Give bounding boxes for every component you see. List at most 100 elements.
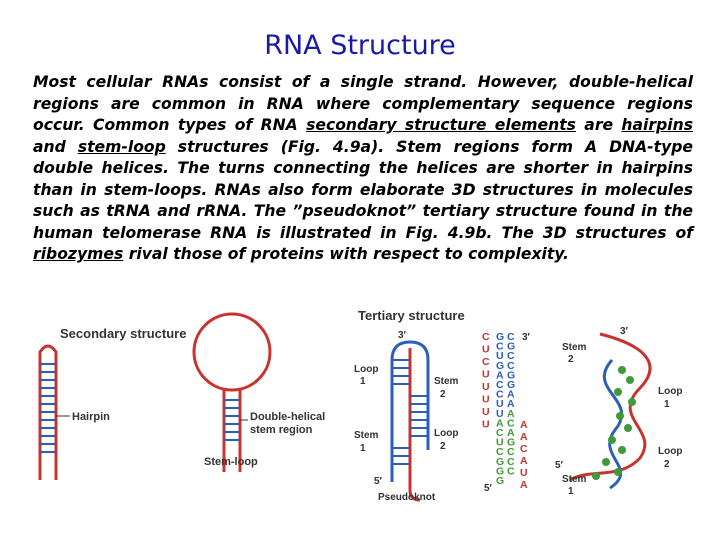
sequence-base: U bbox=[496, 350, 504, 362]
sequence-base: G bbox=[496, 456, 504, 468]
loop2-label-a: Loop bbox=[434, 428, 458, 439]
sequence-base: U bbox=[496, 408, 504, 420]
sequence-base: A bbox=[507, 398, 515, 410]
sequence-base: C bbox=[482, 331, 490, 343]
stem-loop-strands bbox=[222, 389, 242, 472]
loop2-3d-label-a: Loop bbox=[658, 446, 682, 457]
rna-figure: Secondary structure Hairpin Double-helic… bbox=[38, 308, 682, 503]
hairpin-base-pairs bbox=[40, 363, 56, 453]
rna-3d-structure bbox=[569, 332, 652, 490]
loop2-label-b: 2 bbox=[440, 441, 446, 452]
sequence-base: U bbox=[496, 437, 504, 449]
stem1-3d-label-a: Stem bbox=[562, 474, 587, 485]
sequence-base: G bbox=[507, 369, 515, 381]
sequence-base: C bbox=[496, 446, 504, 458]
link-stem-loop[interactable]: stem-loop bbox=[77, 137, 166, 156]
text-part-5: rival those of proteins with respect to … bbox=[123, 245, 569, 263]
seq-five-prime-label: 5′ bbox=[484, 483, 493, 494]
seq-three-prime-label: 3′ bbox=[522, 332, 531, 343]
five-prime-label-1: 5′ bbox=[374, 476, 383, 487]
sequence-base: C bbox=[507, 331, 515, 343]
helix-green-bases bbox=[592, 366, 636, 480]
pseudoknot-strand-blue bbox=[390, 340, 430, 482]
sequence-base: C bbox=[507, 350, 515, 362]
double-helical-label-1: Double-helical bbox=[250, 411, 325, 423]
link-secondary-structure[interactable]: secondary structure elements bbox=[306, 116, 576, 134]
text-part-4: structures (Fig. 4.9a). Stem regions for… bbox=[33, 137, 693, 242]
stem-loop-loop bbox=[192, 312, 272, 392]
text-part-3: and bbox=[33, 137, 78, 156]
sequence-base: U bbox=[482, 419, 490, 431]
loop1-label-b: 1 bbox=[360, 376, 366, 387]
sequence-base: U bbox=[520, 467, 528, 479]
sequence-base: C bbox=[496, 427, 504, 439]
sequence-base: G bbox=[496, 360, 504, 372]
stem-loop-diagram bbox=[192, 312, 272, 472]
text-part-2: are bbox=[575, 116, 622, 134]
stem2-3d-label-b: 2 bbox=[568, 354, 574, 365]
link-ribozymes[interactable]: ribozymes bbox=[33, 245, 124, 263]
sequence-base: A bbox=[520, 479, 528, 491]
stem1-label-a: Stem bbox=[354, 430, 379, 441]
sequence-base: C bbox=[496, 379, 504, 391]
three-prime-label-3d: 3′ bbox=[620, 326, 629, 337]
text-part-1: Most cellular RNAs consist of a single s… bbox=[33, 73, 693, 134]
hairpin-strand bbox=[38, 344, 58, 480]
hairpin-label: Hairpin bbox=[72, 411, 110, 423]
sequence-base: G bbox=[507, 341, 515, 353]
stem2-label-b: 2 bbox=[440, 389, 446, 400]
sequence-base: G bbox=[496, 465, 504, 477]
pseudoknot-label: Pseudoknot bbox=[378, 492, 436, 503]
sequence-base: A bbox=[520, 455, 528, 467]
stem-loop-base-pairs bbox=[224, 399, 240, 441]
sequence-base: C bbox=[507, 465, 515, 477]
sequence-base: A bbox=[507, 427, 515, 439]
double-helical-label-2: stem region bbox=[250, 424, 313, 436]
link-hairpins[interactable]: hairpins bbox=[621, 116, 693, 134]
pseudoknot-diagram bbox=[390, 340, 430, 502]
sequence-base: C bbox=[507, 417, 515, 429]
sequence-base: G bbox=[507, 437, 515, 449]
page-title: RNA Structure bbox=[264, 30, 456, 61]
loop2-3d-label-b: 2 bbox=[664, 459, 670, 470]
sequence-base: G bbox=[496, 331, 504, 343]
pseudoknot-base-pairs bbox=[392, 359, 428, 465]
pseudoknot-strand-red bbox=[408, 348, 421, 502]
loop1-3d-label-a: Loop bbox=[658, 386, 682, 397]
sequence-base: C bbox=[520, 443, 528, 455]
sequence-base: G bbox=[507, 379, 515, 391]
helix-strand-red bbox=[569, 332, 652, 482]
sequence-base: A bbox=[507, 408, 515, 420]
sequence-base: U bbox=[482, 344, 490, 356]
rna-sequence: CUCUUUUUGCUGACCUUACUCGGGCGCCGGAAACAGCCCA… bbox=[482, 331, 528, 491]
stem2-label-a: Stem bbox=[434, 376, 459, 387]
stem1-3d-label-b: 1 bbox=[568, 486, 574, 497]
sequence-base: A bbox=[520, 419, 528, 431]
loop1-label-a: Loop bbox=[354, 364, 378, 375]
stem2-3d-label-a: Stem bbox=[562, 342, 587, 353]
tertiary-structure-label: Tertiary structure bbox=[358, 308, 465, 323]
stem-loop-label: Stem-loop bbox=[204, 456, 258, 468]
sequence-base: U bbox=[482, 406, 490, 418]
sequence-base: C bbox=[507, 360, 515, 372]
sequence-base: A bbox=[496, 369, 504, 381]
loop1-3d-label-b: 1 bbox=[664, 399, 670, 410]
description-paragraph: Most cellular RNAs consist of a single s… bbox=[33, 72, 693, 266]
sequence-base: C bbox=[507, 446, 515, 458]
secondary-structure-label: Secondary structure bbox=[60, 326, 186, 341]
sequence-base: A bbox=[496, 417, 504, 429]
sequence-base: G bbox=[496, 475, 504, 487]
sequence-base: A bbox=[507, 389, 515, 401]
sequence-base: C bbox=[496, 341, 504, 353]
sequence-base: C bbox=[496, 389, 504, 401]
sequence-base: A bbox=[520, 431, 528, 443]
sequence-base: U bbox=[482, 369, 490, 381]
sequence-base: C bbox=[482, 356, 490, 368]
hairpin-diagram bbox=[38, 344, 70, 480]
sequence-base: U bbox=[482, 394, 490, 406]
stem1-label-b: 1 bbox=[360, 443, 366, 454]
sequence-base: U bbox=[496, 398, 504, 410]
sequence-base: C bbox=[507, 456, 515, 468]
sequence-base: U bbox=[482, 381, 490, 393]
three-prime-label-1: 3′ bbox=[398, 330, 407, 341]
